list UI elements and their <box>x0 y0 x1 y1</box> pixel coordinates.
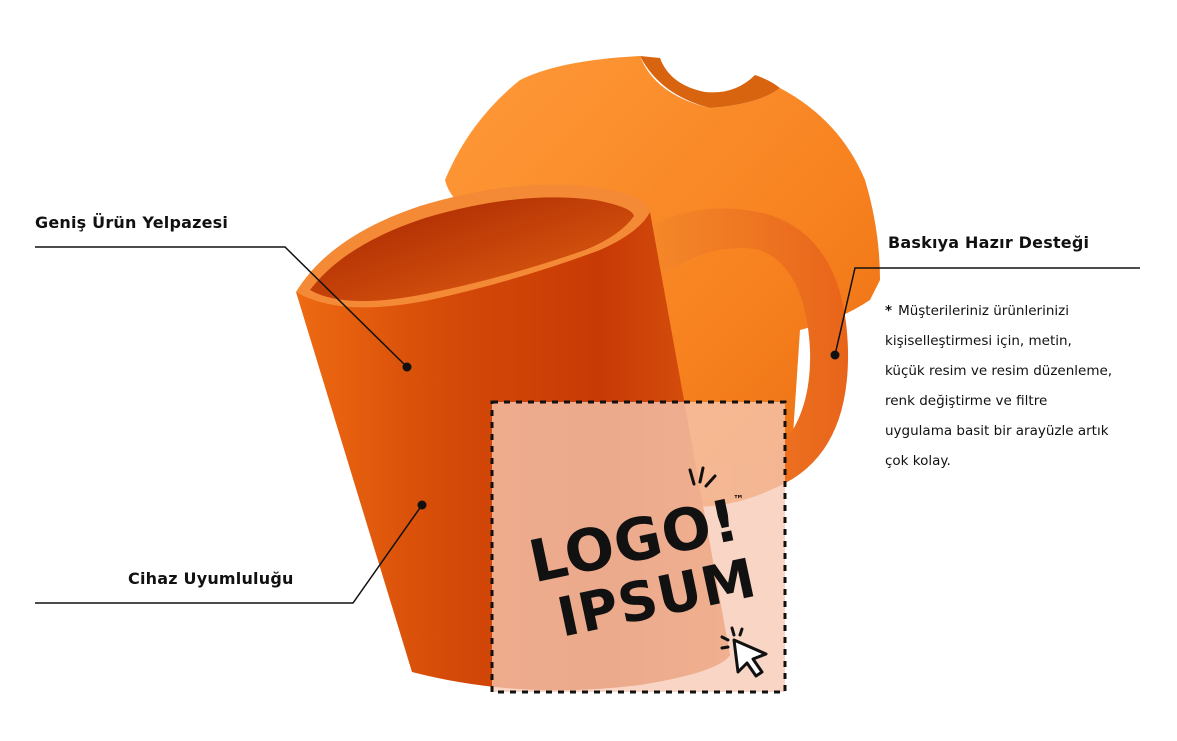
description-line-2: kişiselleştirmesi için, metin, <box>885 333 1072 349</box>
feature-description: *Müşterileriniz ürünlerinizi kişiselleşt… <box>885 296 1147 476</box>
callout-line-print-ready <box>834 267 1140 356</box>
feature-label-print-ready: Baskıya Hazır Desteği <box>888 233 1090 252</box>
description-line-6: çok kolay. <box>885 453 951 469</box>
description-line-5: uygulama basit bir arayüzle artık <box>885 423 1109 439</box>
logo-trademark: ™ <box>733 493 744 506</box>
description-line-4: renk değiştirme ve filtre <box>885 393 1048 409</box>
callout-dot-print-ready <box>830 350 840 360</box>
feature-label-wide-range: Geniş Ürün Yelpazesi <box>35 213 229 232</box>
description-line-1: *Müşterileriniz ürünlerinizi <box>885 303 1069 319</box>
description-line-3: küçük resim ve resim düzenleme, <box>885 363 1113 379</box>
callout-line-device-compat <box>35 504 423 604</box>
callout-line-wide-range <box>35 246 408 368</box>
mug-handle <box>640 208 849 499</box>
print-area-dashed-frame[interactable] <box>490 400 787 694</box>
callout-lines <box>35 246 1140 604</box>
callout-dot-device-compat <box>417 500 427 510</box>
click-cursor-icon <box>720 626 768 678</box>
description-bullet: * <box>885 303 893 319</box>
callout-dot-wide-range <box>402 362 412 372</box>
feature-label-device-compat: Cihaz Uyumluluğu <box>128 569 294 588</box>
logo-spark-icon <box>688 466 717 488</box>
